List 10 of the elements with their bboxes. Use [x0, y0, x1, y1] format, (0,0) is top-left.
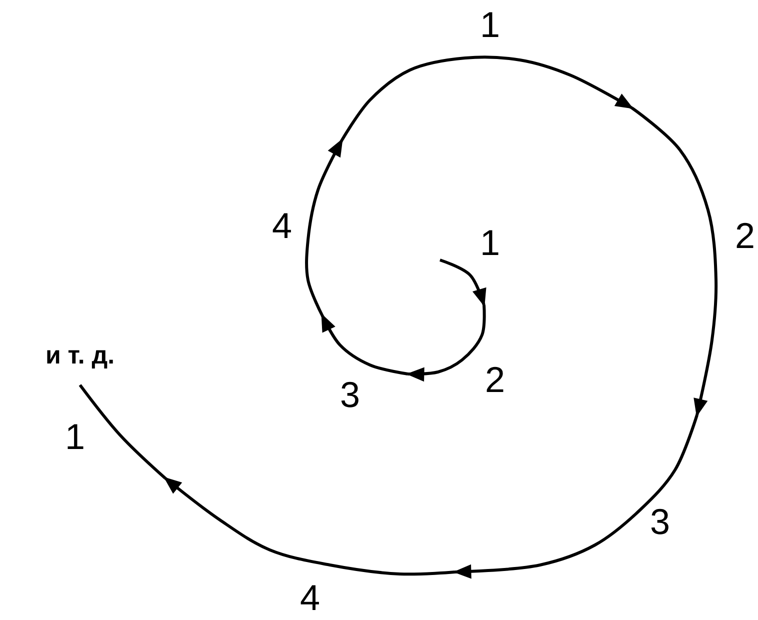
step-number: 3: [340, 377, 360, 413]
step-number: 1: [480, 7, 500, 43]
note-text: и т. д.: [45, 344, 115, 368]
step-number: 1: [64, 419, 86, 455]
step-number: 4: [300, 580, 320, 616]
step-number: 3: [650, 504, 670, 540]
step-number: 2: [734, 218, 756, 254]
step-number: 2: [484, 362, 506, 398]
step-number: 4: [272, 208, 292, 244]
step-number: 1: [480, 225, 500, 261]
